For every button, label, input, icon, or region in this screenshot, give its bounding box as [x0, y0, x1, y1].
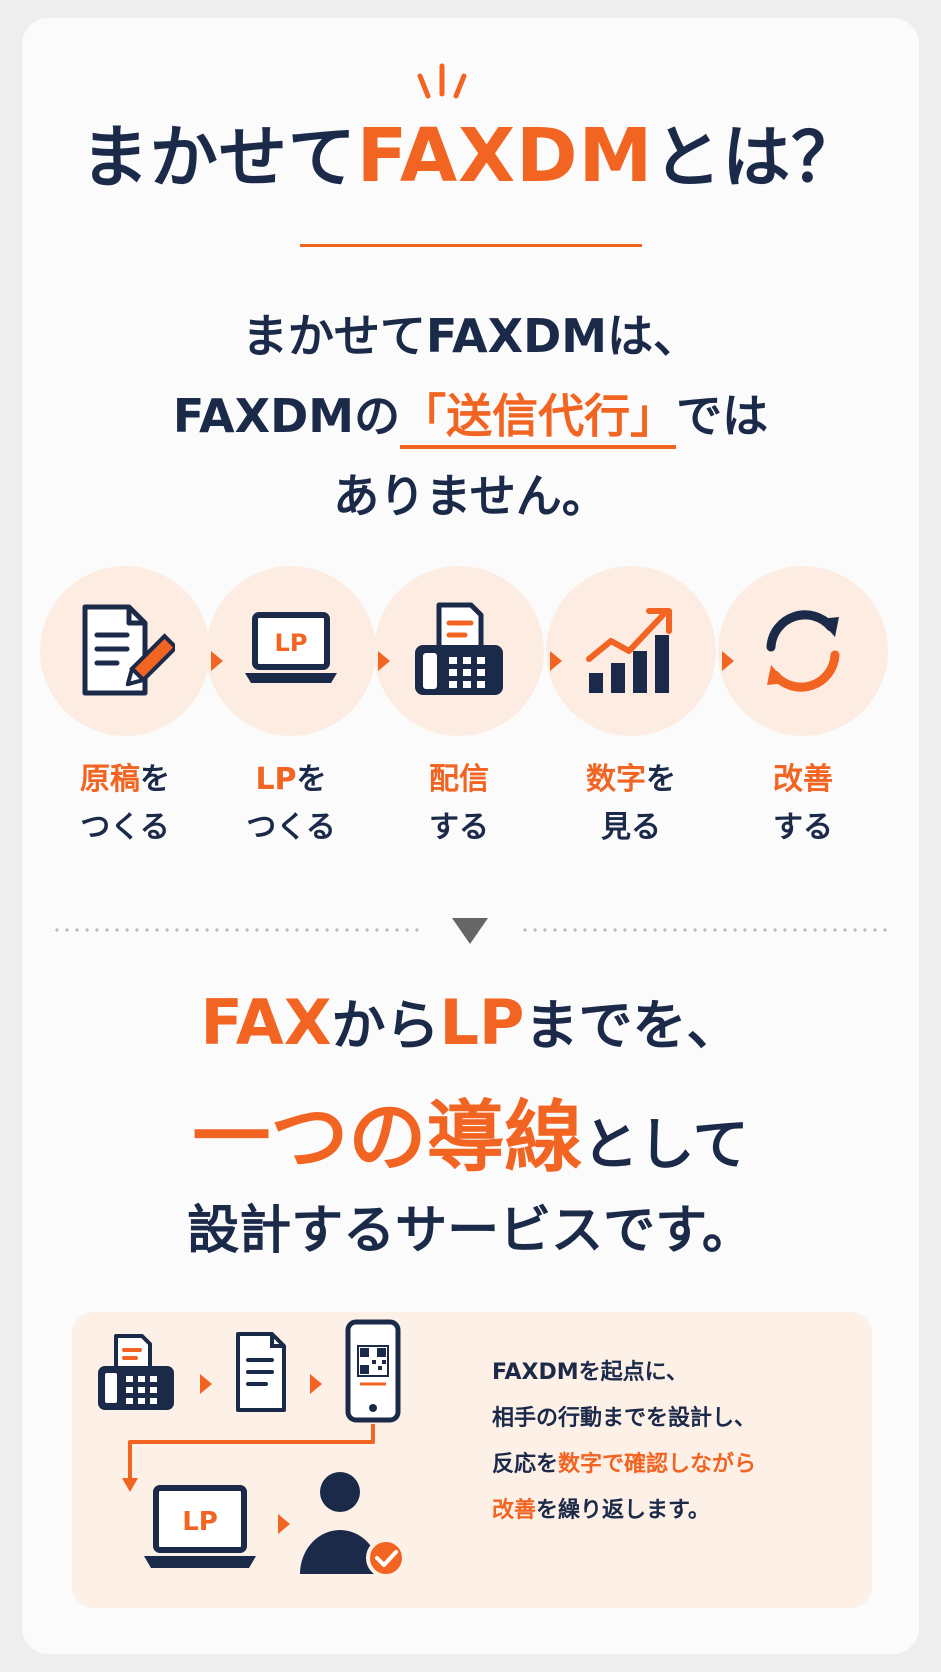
message-line-3: 設計するサービスです。	[187, 1201, 754, 1261]
sparkle-burst-icon	[417, 63, 467, 99]
message-line-2: 一つの導線として	[192, 1093, 749, 1183]
laptop-lp-icon: LP	[144, 1485, 256, 1568]
refresh-cycle-icon	[766, 610, 840, 692]
flow-connector	[128, 1424, 375, 1480]
svg-text:LP: LP	[182, 1507, 218, 1537]
smartphone-qr-icon	[345, 1319, 401, 1423]
svg-text:LP: LP	[275, 629, 308, 657]
dotted-divider-right	[520, 928, 890, 932]
triangle-down-icon	[452, 918, 488, 944]
chevron-right-icon	[200, 1374, 212, 1394]
lead-line-2: FAXDMの「送信代行」では	[0, 376, 941, 456]
page-title: まかせてFAXDMとは？	[80, 113, 861, 199]
message-line-1: FAXからLPまでを、	[200, 986, 741, 1059]
flow-description: FAXDMを起点に、 相手の行動までを設計し、 反応を数字で確認しながら 改善を…	[492, 1360, 757, 1523]
title-underline	[300, 244, 642, 247]
lead-text: まかせてFAXDMは、 FAXDMの「送信代行」では ありません。	[0, 296, 941, 536]
lead-line-3: ありません。	[333, 469, 608, 523]
chevron-right-icon	[278, 1514, 290, 1534]
chevron-right-icon	[378, 651, 390, 671]
laptop-lp-icon: LP	[245, 612, 337, 683]
dotted-divider-left	[52, 928, 422, 932]
fax-machine-icon	[415, 602, 503, 695]
flow-summary-panel: LP FAXDMを起点に、 相手の行動までを設計し、 反応を数字で確認しながら …	[72, 1312, 872, 1608]
chevron-right-icon	[211, 651, 223, 671]
lead-line-1: まかせてFAXDMは、	[241, 309, 700, 363]
document-icon	[236, 1332, 286, 1412]
highlight-send-proxy: 「送信代行」	[400, 389, 677, 449]
chevron-right-icon	[550, 651, 562, 671]
document-pen-icon	[82, 604, 175, 696]
growth-chart-icon	[586, 608, 672, 693]
flow-diagram: LP	[98, 1319, 406, 1578]
chevron-right-icon	[310, 1374, 322, 1394]
user-check-icon	[300, 1472, 406, 1578]
chevron-right-icon	[722, 651, 734, 671]
fax-machine-icon	[98, 1334, 174, 1410]
process-steps: 原稿を つくる LP LPを つくる	[0, 566, 941, 856]
